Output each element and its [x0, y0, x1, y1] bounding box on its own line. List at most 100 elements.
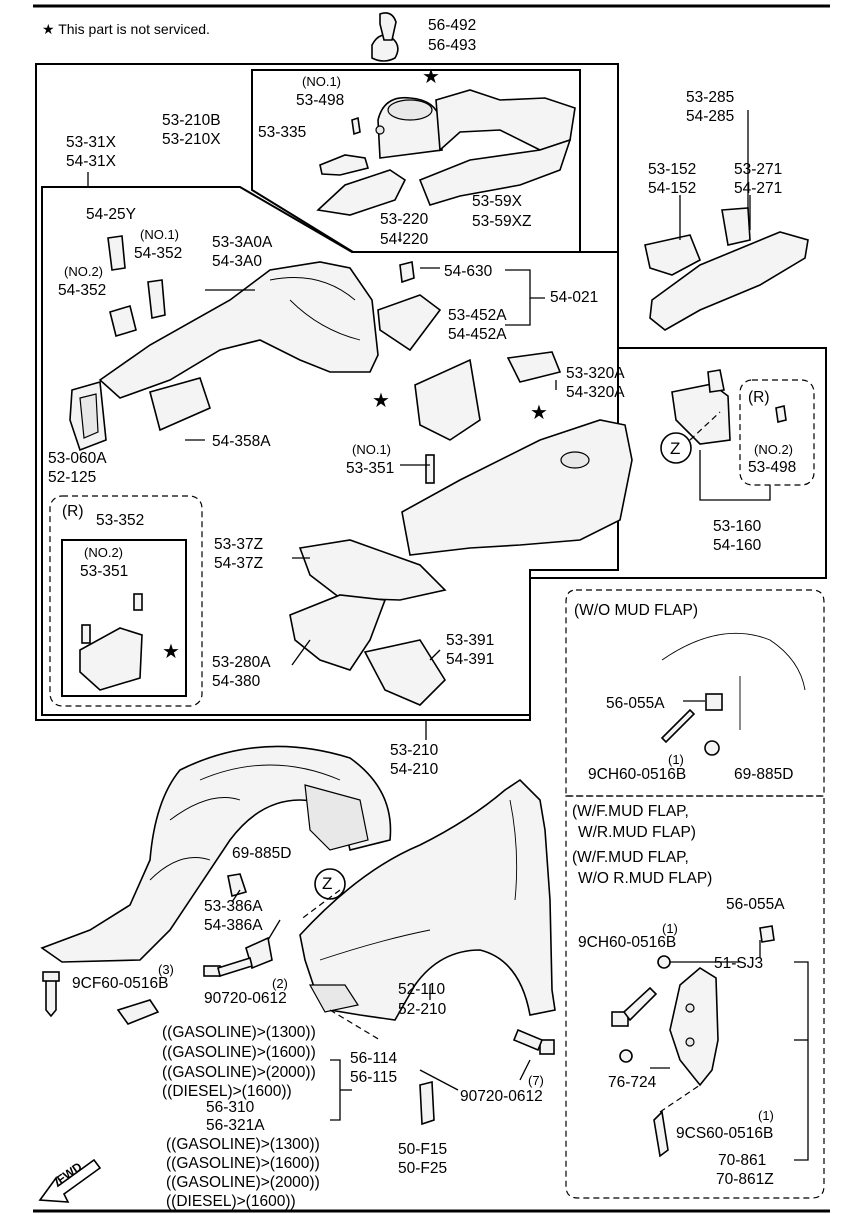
label-r-a: (R)	[62, 503, 84, 520]
part-53-351-r	[79, 593, 143, 691]
part-53-160	[671, 369, 731, 445]
part-54-352-no2	[109, 304, 137, 338]
label-53-37Z: 53-37Z	[214, 536, 264, 553]
label-90720-a: 90720-0612	[204, 990, 287, 1007]
label-no2-c: (NO.2)	[754, 442, 793, 457]
label-54-271: 54-271	[734, 180, 783, 197]
label-54-31X: 54-31X	[66, 153, 116, 170]
label-53-352: 53-352	[96, 512, 145, 529]
label-54-021: 54-021	[550, 289, 599, 306]
part-9CH60-b	[611, 986, 658, 1027]
label-56-310: 56-310	[206, 1099, 255, 1116]
part-90720-bolt-a	[203, 956, 253, 978]
label-53-31X: 53-31X	[66, 134, 116, 151]
label-53-210X: 53-210X	[162, 131, 221, 148]
part-53-498-a	[351, 116, 361, 136]
part-56-492	[371, 12, 399, 62]
z-callout-circle-2	[314, 868, 346, 900]
part-70-861	[669, 967, 719, 1087]
part-54-358A	[149, 377, 211, 432]
part-53-351	[425, 454, 435, 484]
part-53-3A0A	[98, 261, 379, 399]
label-50-F15: 50-F15	[398, 1141, 448, 1158]
part-69-885D-clip	[227, 873, 248, 898]
label-54-320A: 54-320A	[566, 384, 625, 401]
legend-text: This part is not serviced.	[58, 21, 210, 37]
label-53-285: 53-285	[686, 89, 735, 106]
part-56-055A-a	[705, 693, 723, 711]
part-76-724	[619, 1049, 633, 1063]
label-seven: (7)	[528, 1073, 544, 1088]
part-50-F15	[419, 1080, 435, 1126]
mud-flap-box-bottom	[565, 795, 825, 1199]
label-no1-c: (NO.1)	[352, 442, 391, 457]
label-one-b: (1)	[662, 921, 678, 936]
label-wf3: (W/F.MUD FLAP,	[572, 849, 689, 866]
r-box-left	[49, 495, 203, 707]
label-54-391: 54-391	[446, 651, 495, 668]
label-two: (2)	[272, 976, 288, 991]
part-53-060A	[69, 380, 107, 452]
label-56-321A: 56-321A	[206, 1117, 265, 1134]
part-56-114	[40, 745, 392, 963]
label-53-320A: 53-320A	[566, 365, 625, 382]
label-56-055A: 56-055A	[606, 695, 665, 712]
r-box-right	[739, 379, 815, 486]
star-icon: ★	[530, 402, 548, 424]
label-54-3A0: 54-3A0	[212, 253, 262, 270]
part-54-25Y	[107, 235, 126, 271]
label-54-380: 54-380	[212, 673, 261, 690]
label-no1: (NO.1)	[302, 74, 341, 89]
part-9CH60-a	[660, 708, 696, 744]
label-54-160: 54-160	[713, 537, 762, 554]
part-69-885D-a	[704, 740, 720, 756]
label-51-SJ3: 51-SJ3	[714, 955, 764, 972]
label-54-358A: 54-358A	[212, 433, 271, 450]
leader-lines	[87, 110, 809, 1161]
label-no1-b: (NO.1)	[140, 227, 179, 242]
star-icon: ★	[42, 21, 55, 37]
label-9CH60-a: 9CH60-0516B	[588, 766, 687, 783]
label-g8: ((DIESEL)>(1600))	[166, 1193, 296, 1210]
label-56-055A-b: 56-055A	[726, 896, 785, 913]
label-52-210: 52-210	[398, 1001, 447, 1018]
label-z: Z	[670, 439, 681, 458]
label-54-452A: 54-452A	[448, 326, 507, 343]
label-53-060A: 53-060A	[48, 450, 107, 467]
label-g1: ((GASOLINE)>(1300))	[162, 1024, 316, 1041]
label-54-352-b: 54-352	[58, 282, 107, 299]
label-three: (3)	[158, 962, 174, 977]
label-56-493: 56-493	[428, 37, 477, 54]
star-icon: ★	[162, 641, 180, 663]
label-54-386A: 54-386A	[204, 917, 263, 934]
label-g5: ((GASOLINE)>(1300))	[166, 1136, 320, 1153]
star-icon: ★	[372, 390, 390, 412]
label-wo-mud-flap: (W/O MUD FLAP)	[574, 602, 698, 619]
label-one-a: (1)	[668, 752, 684, 767]
label-54-25Y: 54-25Y	[86, 206, 136, 223]
part-53-280A	[289, 594, 387, 671]
label-53-391: 53-391	[446, 632, 495, 649]
label-53-220: 53-220	[380, 211, 429, 228]
part-9CF60-screw	[42, 971, 60, 1018]
label-r-b: (R)	[748, 389, 770, 406]
label-9CF60: 9CF60-0516B	[72, 975, 169, 992]
label-53-152: 53-152	[648, 161, 697, 178]
label-54-220: 54-220	[380, 231, 429, 248]
mud-flap-box-top	[565, 589, 825, 797]
part-53-285	[644, 207, 809, 331]
label-g7: ((GASOLINE)>(2000))	[166, 1174, 320, 1191]
label-54-285: 54-285	[686, 108, 735, 125]
label-56-115: 56-115	[350, 1069, 398, 1086]
part-mid-bracket	[414, 358, 481, 441]
part-51-SJ3	[657, 955, 671, 969]
label-54-352-a: 54-352	[134, 245, 183, 262]
label-54-210: 54-210	[390, 761, 439, 778]
part-53-391	[363, 639, 447, 706]
label-90720-b: 90720-0612	[460, 1088, 543, 1105]
part-53-37Z	[298, 539, 447, 601]
part-53-452A	[377, 294, 442, 352]
label-53-210: 53-210	[390, 742, 439, 759]
label-69-885D-b: 69-885D	[232, 845, 292, 862]
label-69-885D: 69-885D	[734, 766, 794, 783]
